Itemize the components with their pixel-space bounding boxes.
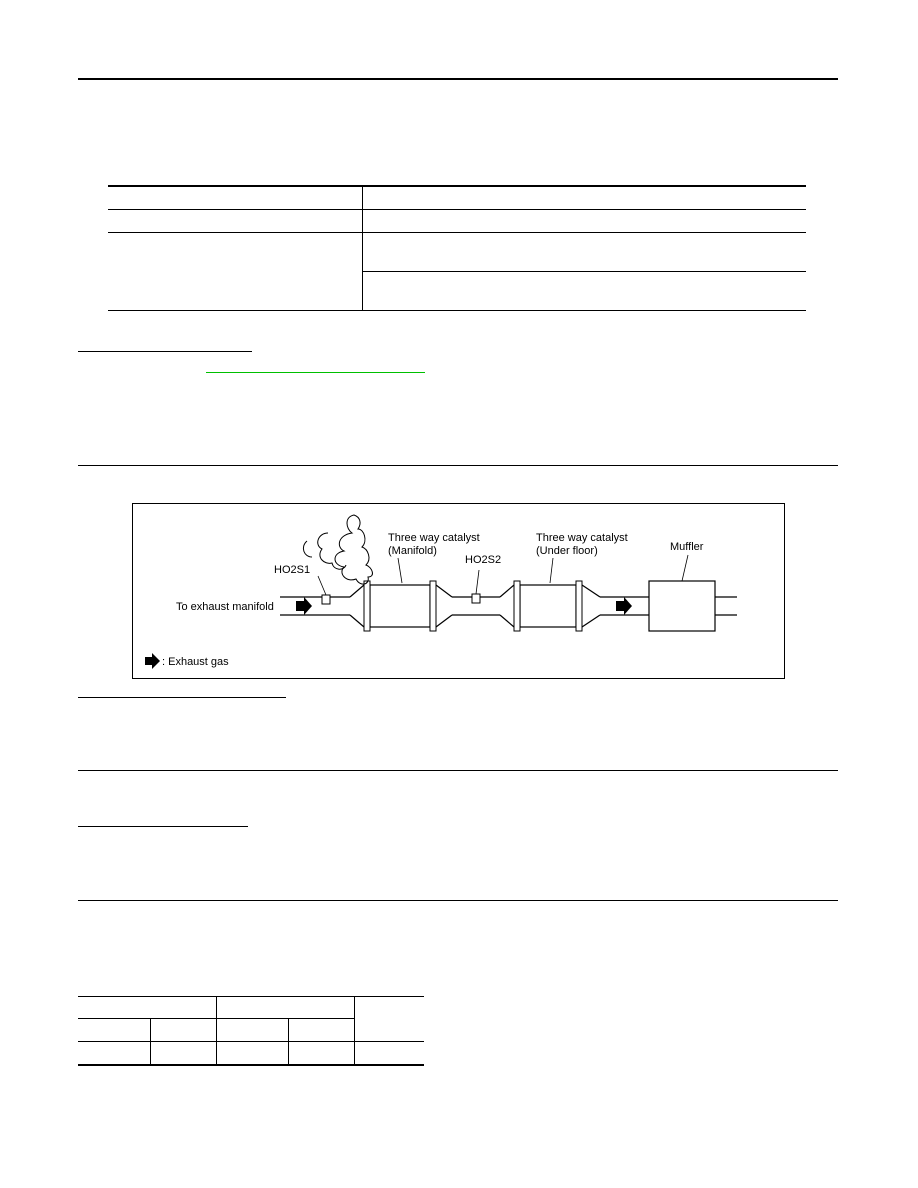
section-rule (78, 770, 838, 771)
data-table (78, 996, 424, 1066)
label-to-exhaust-manifold: To exhaust manifold (176, 601, 274, 613)
exhaust-system-diagram: Three way catalyst (Manifold) Three way … (132, 503, 785, 679)
exhaust-flow-arrow (296, 597, 312, 615)
label-three-way-under-sub: (Under floor) (536, 545, 598, 557)
section-heading-underline (78, 826, 248, 827)
label-ho2s1: HO2S1 (274, 564, 310, 576)
section-rule (78, 900, 838, 901)
label-ho2s2: HO2S2 (465, 554, 501, 566)
legend-arrow-icon (145, 653, 160, 669)
legend-exhaust-gas: : Exhaust gas (162, 656, 229, 668)
ho2s2-sensor (471, 593, 481, 604)
flange (363, 580, 371, 632)
spec-table (108, 185, 806, 311)
label-three-way-manifold-sub: (Manifold) (388, 545, 437, 557)
header-rule (78, 78, 838, 80)
ho2s1-sensor (321, 594, 331, 605)
flange (513, 580, 521, 632)
heat-cloud-icon (302, 514, 373, 585)
label-three-way-manifold: Three way catalyst (388, 532, 480, 544)
flange (429, 580, 437, 632)
label-muffler: Muffler (670, 541, 704, 553)
section-rule (78, 465, 838, 466)
section-heading-underline (78, 697, 286, 698)
exhaust-flow-arrow (616, 597, 632, 615)
label-three-way-under: Three way catalyst (536, 532, 628, 544)
section-heading-underline (78, 351, 252, 352)
flange (575, 580, 583, 632)
cross-reference-link[interactable] (206, 372, 425, 373)
